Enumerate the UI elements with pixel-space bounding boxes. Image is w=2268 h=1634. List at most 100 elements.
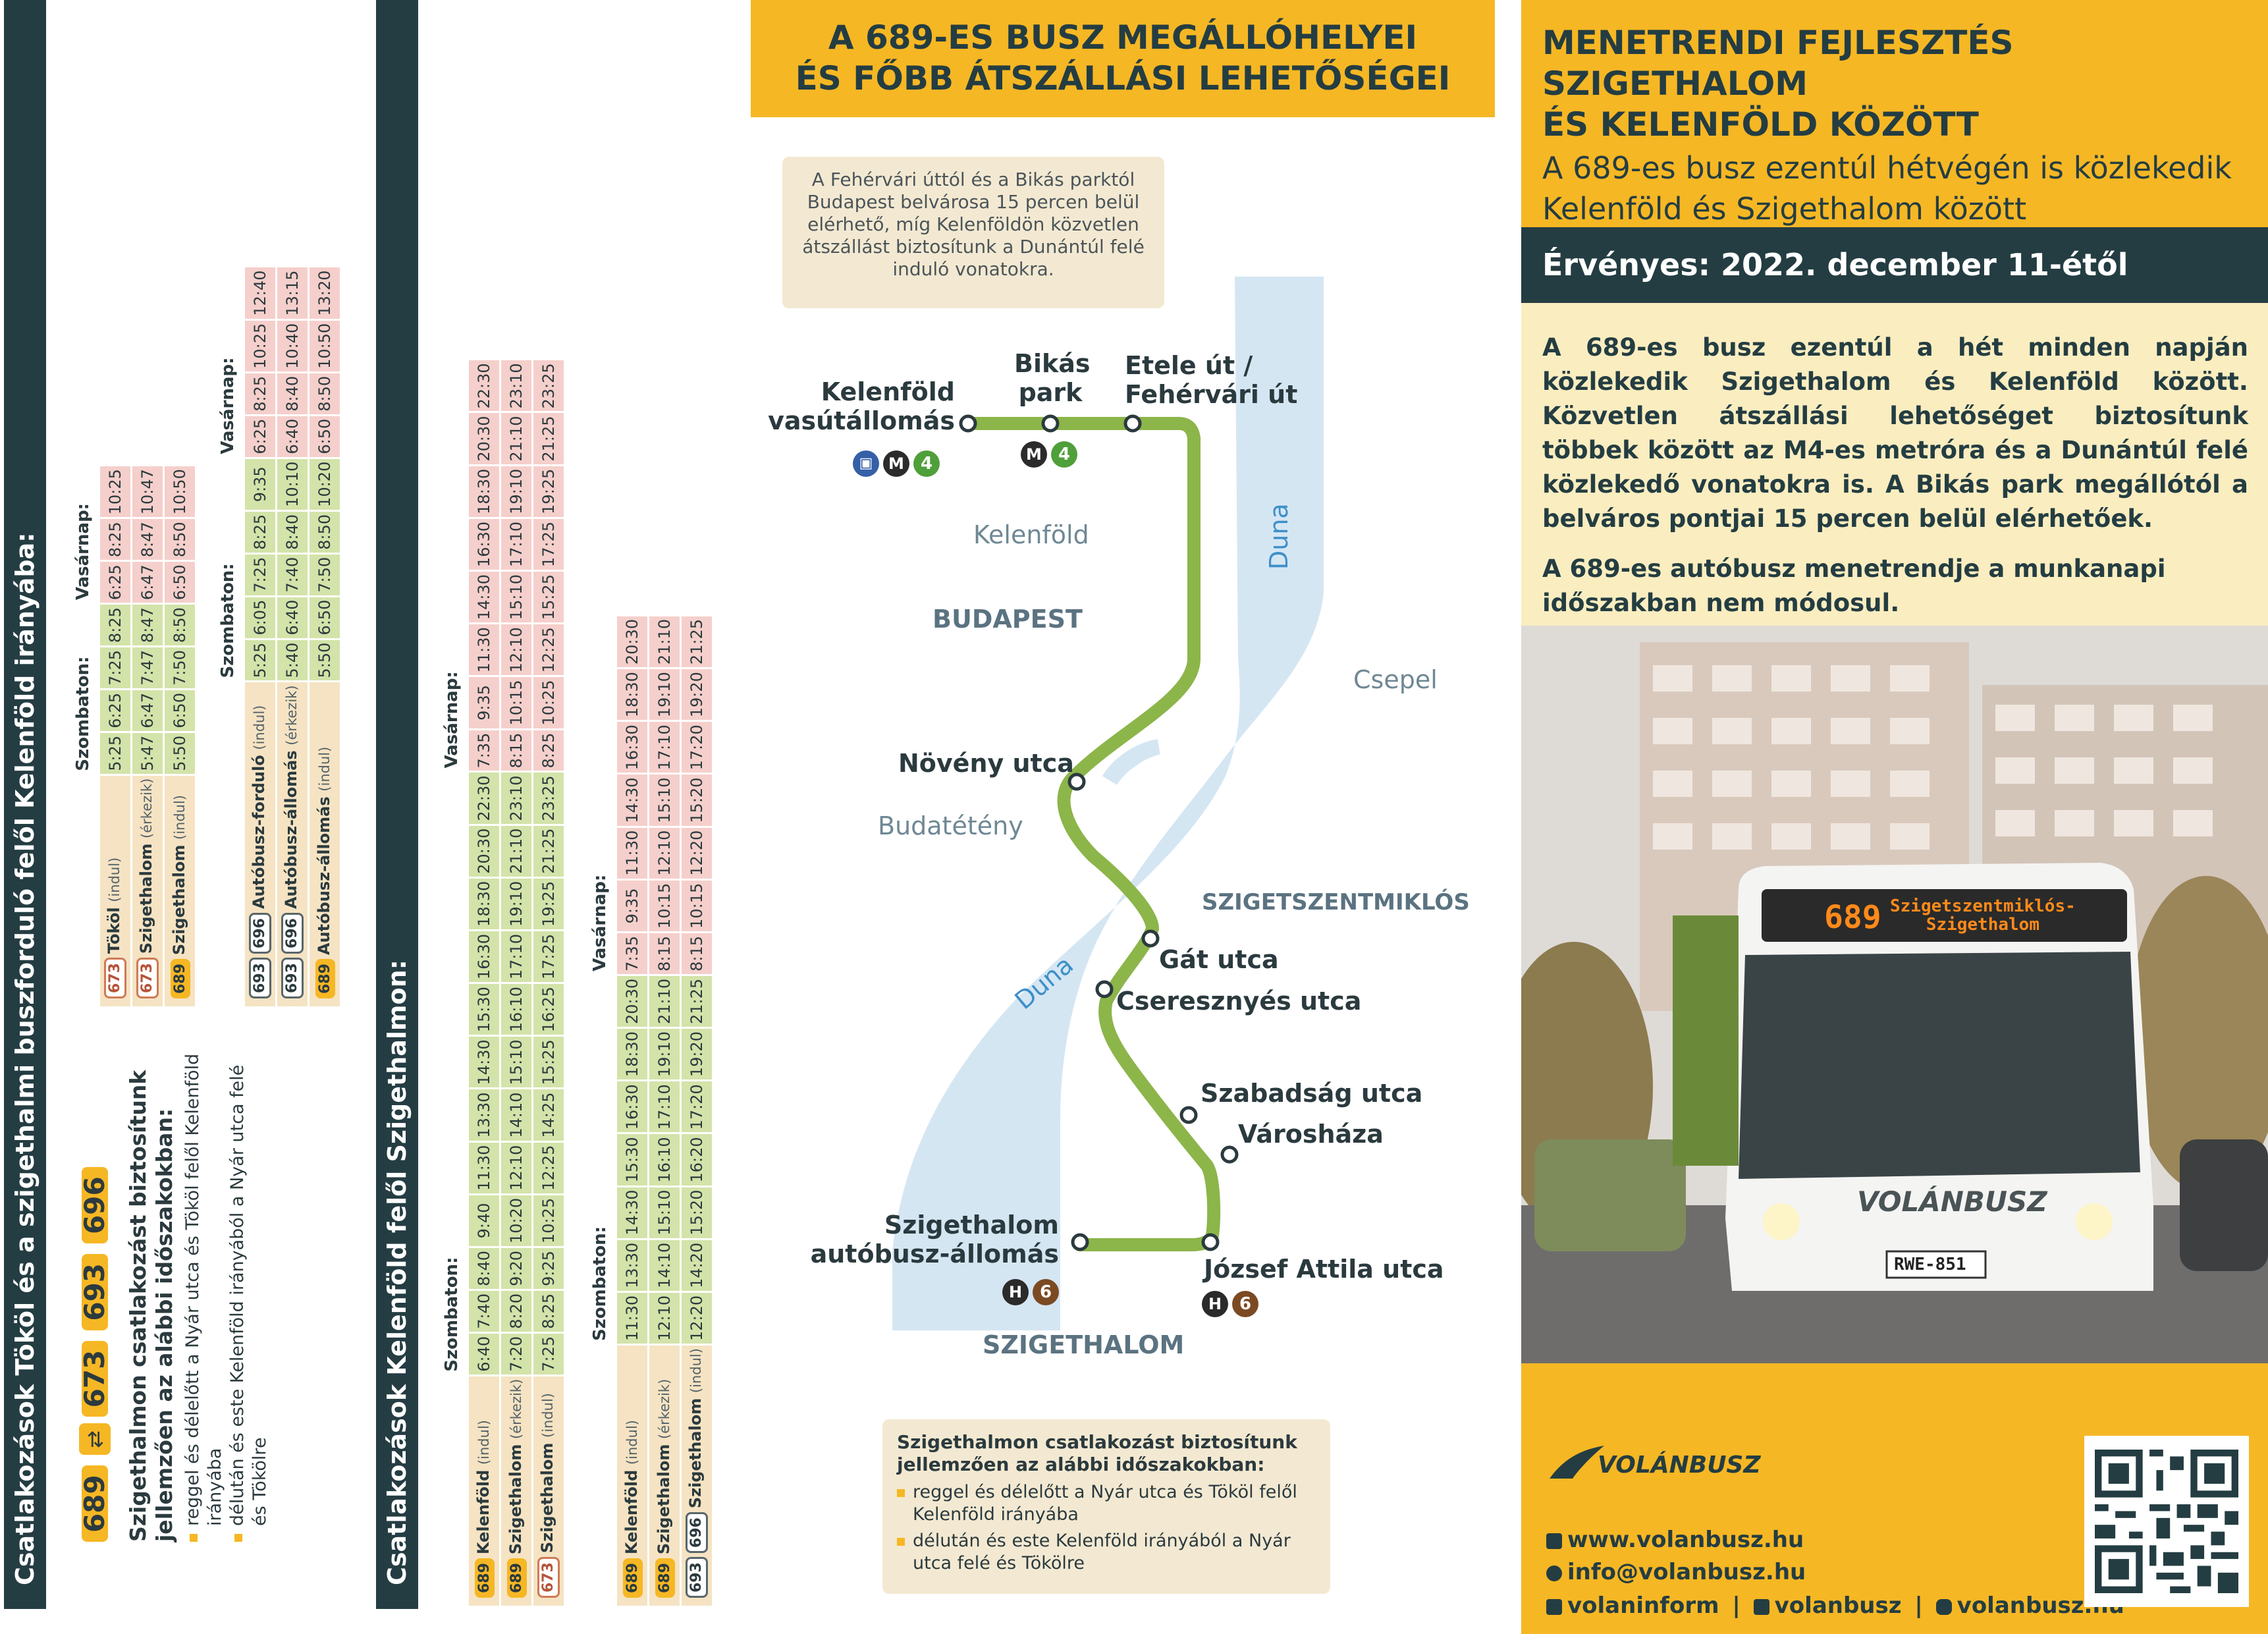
time-cell: 10:25 <box>244 319 277 373</box>
river-branch-arc <box>1115 752 1173 798</box>
stop-name: Szigethalom <box>686 1398 705 1509</box>
facebook-link-1[interactable]: volaninform <box>1567 1593 1719 1619</box>
stop-cell: 689Szigethalom (érkezik) <box>500 1375 533 1607</box>
separator: | <box>1732 1593 1741 1619</box>
time-cell: 19:20 <box>680 668 713 721</box>
time-cell: 6:25 <box>99 560 132 604</box>
logo-text: VOLÁNBUSZ <box>1598 1452 1761 1479</box>
saturday-header: Szombaton: <box>211 458 244 682</box>
facebook-icon <box>1753 1598 1769 1615</box>
time-cell: 14:30 <box>616 773 649 827</box>
time-cell: 10:20 <box>308 458 341 511</box>
time-cell: 15:10 <box>648 1186 681 1239</box>
stop-name: Autóbusz-állomás <box>314 796 333 956</box>
time-cell: 12:10 <box>500 623 533 676</box>
stop-name: Autóbusz-forduló <box>250 755 268 910</box>
sunday-header: Vasárnap: <box>211 267 244 458</box>
time-cell: 10:50 <box>163 465 196 518</box>
time-cell: 14:25 <box>532 1088 565 1142</box>
time-cell: 13:30 <box>468 1088 500 1142</box>
label-bikas-1: Bikás <box>1014 349 1091 378</box>
time-cell: 6:40 <box>276 596 309 640</box>
line-h6-icon: 6 <box>1033 1279 1059 1305</box>
time-cell: 5:47 <box>131 732 164 775</box>
stop-note: (indul) <box>316 746 333 792</box>
separator: | <box>1914 1593 1923 1619</box>
time-cell: 20:30 <box>468 412 500 466</box>
route-map <box>892 277 1324 1330</box>
time-cell: 8:50 <box>308 510 341 554</box>
info-bullet-2: délután és este Kelenföld irányából a Ny… <box>227 1041 271 1542</box>
connection-box: Szigethalmon csatlakozást biztosítunk je… <box>882 1419 1330 1594</box>
river-duna-right <box>892 277 1324 1330</box>
subtitle-line-1: A 689-es busz ezentúl hétvégén is közlek… <box>1542 150 2232 186</box>
time-cell: 9:40 <box>468 1194 500 1247</box>
time-cell: 17:10 <box>648 721 681 774</box>
time-cell: 17:20 <box>680 721 713 774</box>
time-cell: 15:25 <box>532 570 565 624</box>
time-cell: 8:25 <box>244 372 277 416</box>
time-cell: 7:40 <box>276 553 309 597</box>
label-szigethalom-1: Szigethalom <box>884 1211 1059 1239</box>
stop-cell: 693696Autóbusz-állomás (érkezik) <box>276 681 309 1008</box>
label-varoshaza: Városháza <box>1238 1120 1384 1149</box>
time-cell: 6:47 <box>131 560 164 604</box>
time-cell: 15:20 <box>680 773 713 827</box>
time-cell: 14:10 <box>648 1239 681 1292</box>
line-badge-673: 673 <box>136 958 159 998</box>
time-cell: 6:05 <box>244 596 277 640</box>
line-m4-icon: 4 <box>913 450 940 477</box>
email-link[interactable]: info@volanbusz.hu <box>1546 1559 1806 1585</box>
stop-name: Kelenföld <box>622 1469 641 1555</box>
time-cell: 7:35 <box>468 729 500 772</box>
time-cell: 8:47 <box>131 518 164 561</box>
time-cell: 17:10 <box>500 930 533 983</box>
time-cell: 13:15 <box>276 267 309 320</box>
valid-text: Érvényes: 2022. december 11-étől <box>1542 247 2128 283</box>
website-link[interactable]: www.volanbusz.hu <box>1546 1527 1804 1553</box>
title-block: MENETRENDI FEJLESZTÉS SZIGETHALOM ÉS KEL… <box>1542 22 2254 229</box>
time-cell: 8:15 <box>648 932 681 975</box>
main-title-line-1: MENETRENDI FEJLESZTÉS SZIGETHALOM <box>1542 24 2014 103</box>
stop-marker-cseresznyes <box>1095 980 1114 998</box>
connection-box-title: Szigethalmon csatlakozást biztosítunk je… <box>897 1431 1297 1475</box>
time-cell: 22:30 <box>468 771 500 825</box>
facebook-link-2[interactable]: volanbusz <box>1774 1593 1902 1619</box>
bullet-icon <box>897 1489 905 1497</box>
qr-code[interactable] <box>2084 1436 2249 1607</box>
header-spacer <box>583 1344 616 1607</box>
time-cell: 9:35 <box>616 879 649 933</box>
stop-name: Szigethalom <box>169 844 188 956</box>
saturday-header: Szombaton: <box>67 603 99 775</box>
stop-marker-etele <box>1123 414 1142 433</box>
badge-696: 696 <box>78 1167 111 1243</box>
time-cell: 7:50 <box>308 553 341 597</box>
time-cell: 10:25 <box>99 465 132 518</box>
time-cell: 9:20 <box>500 1247 533 1290</box>
stop-name: Tököl <box>105 907 123 954</box>
time-cell: 21:25 <box>532 825 565 878</box>
time-cell: 19:10 <box>648 668 681 721</box>
hev-icon: H <box>1002 1279 1029 1305</box>
stop-name: Kelenföld <box>473 1469 493 1555</box>
bullet-icon <box>897 1538 905 1546</box>
time-cell: 23:10 <box>500 771 533 825</box>
stop-marker-varoshaza <box>1220 1145 1239 1164</box>
line-badge-693: 693 <box>686 1557 708 1598</box>
time-cell: 8:47 <box>131 603 164 647</box>
time-cell: 8:25 <box>532 1290 565 1333</box>
time-cell: 8:25 <box>99 518 132 561</box>
map-note-text: A Fehérvári úttól és a Bikás parktól Bud… <box>802 169 1145 280</box>
time-cell: 12:20 <box>680 827 713 880</box>
timetable-autobusz-fordulo: Szombaton:Vasárnap: 693696Autóbusz-fordul… <box>211 266 342 1009</box>
stop-cell: 693696Autóbusz-forduló (indul) <box>244 681 277 1008</box>
label-szigethalom-2: autóbusz-állomás <box>810 1239 1059 1268</box>
line-badge-689: 689 <box>655 1558 675 1598</box>
email-text: info@volanbusz.hu <box>1567 1559 1806 1585</box>
stop-marker-gat <box>1141 929 1160 948</box>
time-cell: 13:30 <box>616 1239 649 1292</box>
line-badge-693: 693 <box>249 958 271 998</box>
time-cell: 6:47 <box>131 689 164 732</box>
line-badge-689: 689 <box>622 1558 643 1598</box>
